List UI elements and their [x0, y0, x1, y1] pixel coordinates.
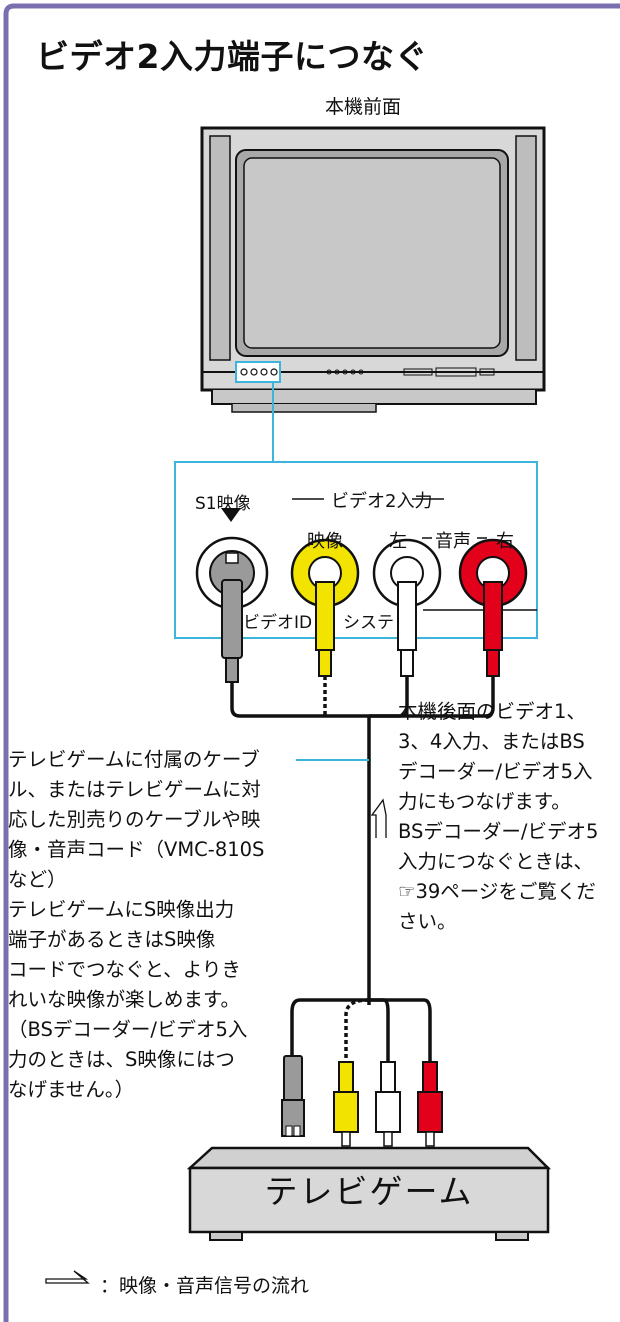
note-left-line: ル、またはテレビゲームに対 [8, 778, 261, 801]
note-right-line: 本機後面のビデオ1、 [398, 700, 586, 723]
note-left-line: なげません。） [8, 1078, 135, 1101]
note-left-line: 力のときは、S映像にはつ [8, 1048, 235, 1071]
note-left-line: 像・音声コード（VMC-810S [8, 838, 265, 861]
video-2-input-label: ビデオ2入力 [331, 491, 433, 512]
s-video-plug-top [221, 579, 243, 683]
note-left-line: など） [8, 868, 67, 891]
jack-panel-box [174, 461, 538, 639]
note-right-line: 力にもつなげます。 [398, 790, 571, 813]
note-left-line: テレビゲームにS映像出力 [8, 898, 235, 921]
page-title: ビデオ2入力端子につなぐ [36, 37, 428, 76]
audio-right-plug-bottom [417, 1061, 443, 1147]
audio-right-label: 右 [496, 531, 514, 552]
audio-left-plug-bottom [375, 1061, 401, 1147]
note-left-line: （BSデコーダー/ビデオ5入 [8, 1018, 248, 1041]
note-left-line: 応した別売りのケーブルや映 [8, 808, 261, 831]
video-id-label: ビデオID [243, 613, 313, 633]
note-right-line: BSデコーダー/ビデオ5 [398, 820, 599, 843]
note-left-line: れいな映像が楽しめます。 [8, 988, 241, 1011]
signal-flow-arrow-icon [370, 798, 387, 838]
note-right-line: 3、4入力、またはBS [398, 730, 585, 753]
page-frame [3, 3, 620, 1322]
note-right-line: さい。 [398, 910, 457, 933]
tv-set [200, 126, 546, 413]
note-left-line: コードでつなぐと、よりき [8, 958, 241, 981]
video-jack-label: 映像 [307, 531, 343, 552]
game-console [186, 1146, 552, 1241]
cable-bundle [230, 676, 495, 1062]
audio-label: 音声 [435, 531, 471, 552]
note-right-line: ☞39ページをご覧くだ [398, 880, 596, 903]
system-label: システ [343, 613, 394, 633]
audio-left-plug-top [397, 581, 417, 677]
legend-arrow-icon [45, 1270, 90, 1284]
note-left-line: 端子があるときはS映像 [8, 928, 216, 951]
note-right-line: デコーダー/ビデオ5入 [398, 760, 593, 783]
s1-video-label: S1映像 [195, 494, 251, 514]
note-left: テレビゲームに付属のケーブ ル、またはテレビゲームに対 応した別売りのケーブルや… [8, 745, 308, 1105]
audio-left-label: 左 [389, 531, 407, 552]
tv-front-label: 本機前面 [325, 96, 402, 118]
note-right-line: 入力につなぐときは、 [398, 850, 594, 873]
video-plug-bottom [333, 1061, 359, 1147]
s1-arrow-icon [221, 508, 241, 522]
s-video-plug-bottom [281, 1055, 305, 1137]
note-right: 本機後面のビデオ1、 3、4入力、またはBS デコーダー/ビデオ5入 力にもつな… [398, 697, 620, 937]
video-plug-top [315, 581, 335, 677]
audio-right-plug-top [483, 581, 503, 677]
game-console-label: テレビゲーム [264, 1172, 474, 1211]
legend-text: ：映像・音声信号の流れ [100, 1275, 310, 1297]
note-left-line: テレビゲームに付属のケーブ [8, 748, 260, 771]
